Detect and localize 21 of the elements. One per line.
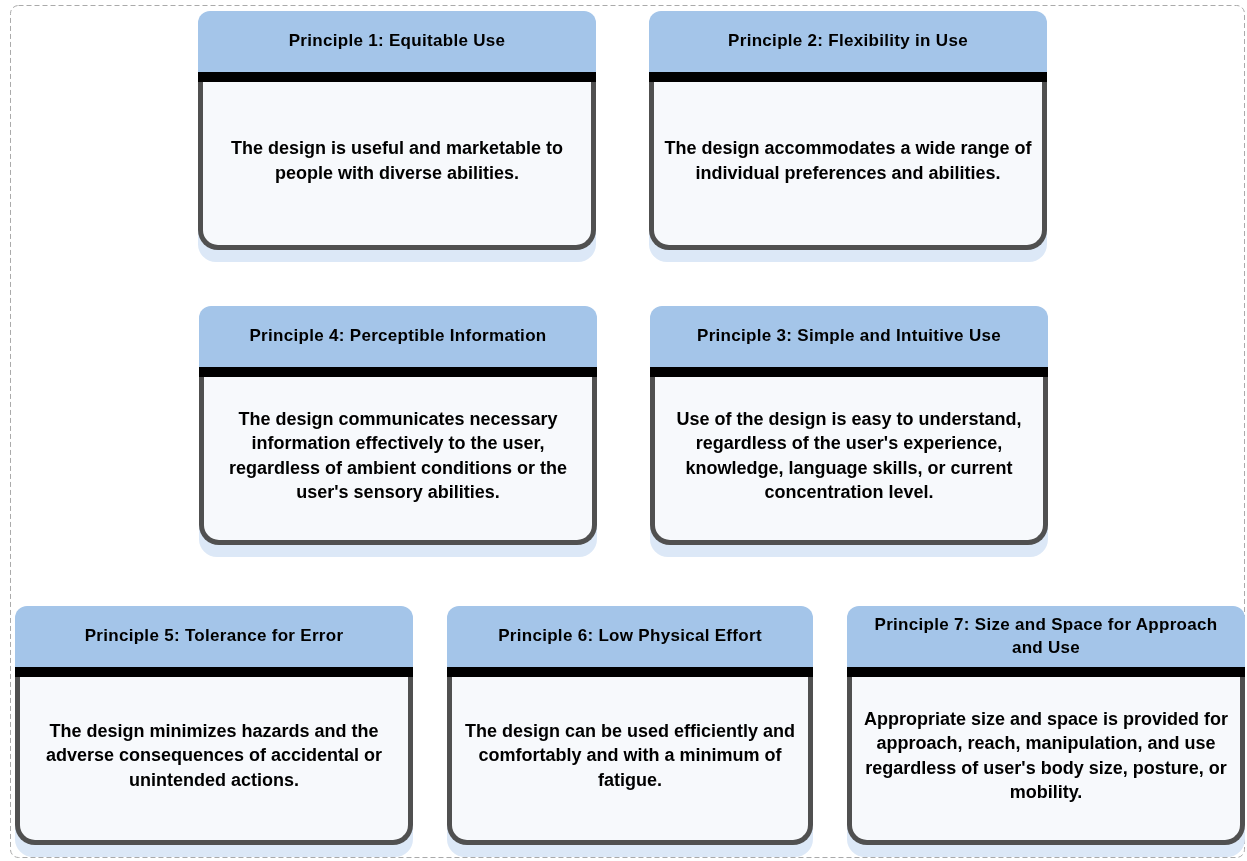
card-title: Principle 3: Simple and Intuitive Use — [650, 306, 1048, 367]
card-description: The design accommodates a wide range of individual preferences and abilities. — [663, 137, 1033, 185]
card-description: The design is useful and marketable to people with diverse abilities. — [229, 137, 565, 185]
card-description: The design minimizes hazards and the adverse consequences of accidental or unintended actions. — [44, 720, 384, 792]
principle-card — [650, 306, 1048, 557]
card-title: Principle 5: Tolerance for Error — [15, 606, 413, 667]
card-title: Principle 1: Equitable Use — [198, 11, 596, 72]
card-title: Principle 6: Low Physical Effort — [447, 606, 813, 667]
card-description: Use of the design is easy to understand, regardless of the user's experience, knowledge, language skills, or current concentration level. — [675, 407, 1023, 504]
principle-card — [15, 606, 413, 857]
principle-card — [199, 306, 597, 557]
card-description: The design can be used efficiently and comfortably and with a minimum of fatigue. — [463, 720, 797, 792]
principle-card — [649, 11, 1047, 262]
card-description: Appropriate size and space is provided for approach, reach, manipulation, and use regardless of user's body size, posture, or mobility. — [862, 707, 1230, 804]
card-title: Principle 2: Flexibility in Use — [649, 11, 1047, 72]
principle-card — [447, 606, 813, 857]
principle-card — [198, 11, 596, 262]
principle-card — [847, 606, 1245, 857]
card-title: Principle 4: Perceptible Information — [199, 306, 597, 367]
card-title: Principle 7: Size and Space for Approach and Use — [847, 606, 1245, 667]
card-description: The design communicates necessary information effectively to the user, regardless of ambient conditions or the user's sensory abilities. — [227, 407, 569, 504]
